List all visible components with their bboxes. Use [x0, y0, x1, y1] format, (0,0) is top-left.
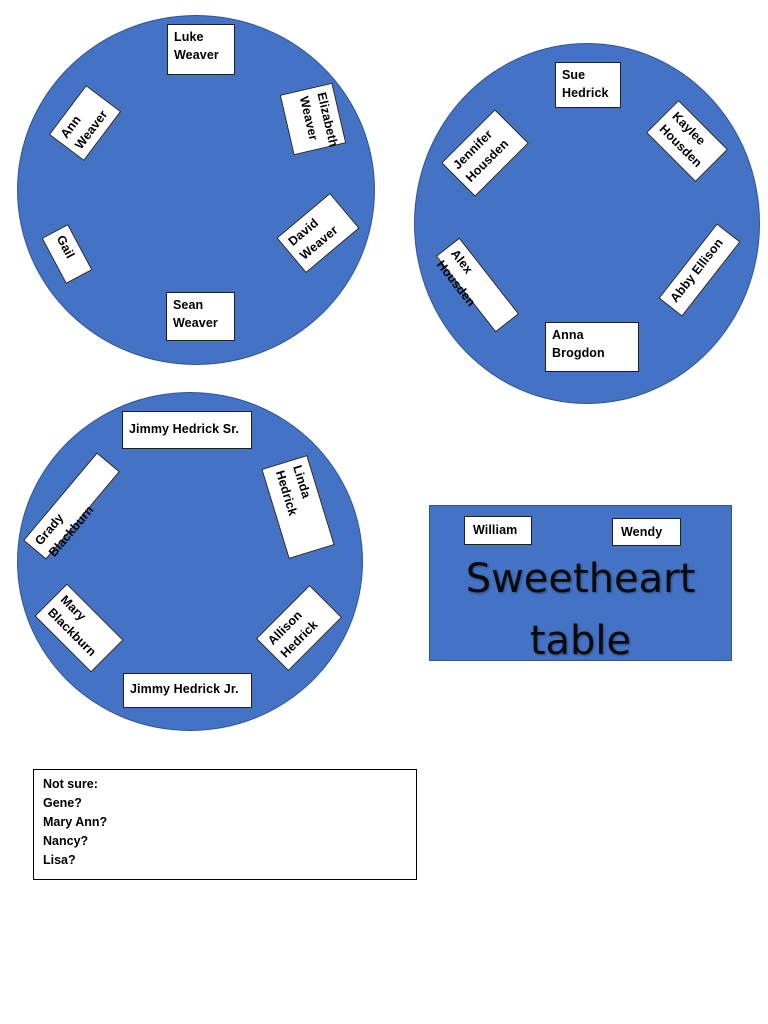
seat-name-line1: Jimmy Hedrick Sr.	[129, 422, 240, 436]
seat-name-line1: Sean	[173, 298, 204, 312]
sweetheart-title-line2: table	[529, 618, 632, 664]
seat-name-line2: Hedrick	[562, 86, 609, 100]
seat-card-jimmy-hedrick-sr[interactable]: Jimmy Hedrick Sr.	[122, 411, 252, 449]
seat-name: William	[473, 523, 518, 537]
notes-line: Nancy?	[43, 834, 89, 848]
not-sure-notes-box: Not sure: Gene? Mary Ann? Nancy? Lisa?	[33, 769, 417, 880]
seat-name: Wendy	[621, 525, 663, 539]
sweetheart-title-line1: Sweetheart	[465, 556, 696, 602]
notes-line: Not sure:	[43, 777, 98, 791]
notes-line: Mary Ann?	[43, 815, 108, 829]
seat-card-william[interactable]: William	[464, 516, 532, 545]
seat-name-line2: Weaver	[174, 48, 219, 62]
notes-line: Lisa?	[43, 853, 76, 867]
seat-name-line1: Anna	[552, 328, 584, 342]
seat-card-sue-hedrick[interactable]: Sue Hedrick	[555, 62, 621, 108]
seat-name-line2: Weaver	[173, 316, 218, 330]
seat-name-line2: Brogdon	[552, 346, 605, 360]
seat-card-anna-brogdon[interactable]: Anna Brogdon	[545, 322, 639, 372]
seat-card-luke-weaver[interactable]: Luke Weaver	[167, 24, 235, 75]
sweetheart-table-label: Sweetheart table	[429, 548, 732, 672]
seat-name-line1: Sue	[562, 68, 586, 82]
seat-card-wendy[interactable]: Wendy	[612, 518, 681, 546]
seat-card-sean-weaver[interactable]: Sean Weaver	[166, 292, 235, 341]
seat-name-line1: Jimmy Hedrick Jr.	[130, 682, 239, 696]
notes-line: Gene?	[43, 796, 82, 810]
seat-name-line1: Luke	[174, 30, 204, 44]
seat-card-jimmy-hedrick-jr[interactable]: Jimmy Hedrick Jr.	[123, 673, 252, 708]
